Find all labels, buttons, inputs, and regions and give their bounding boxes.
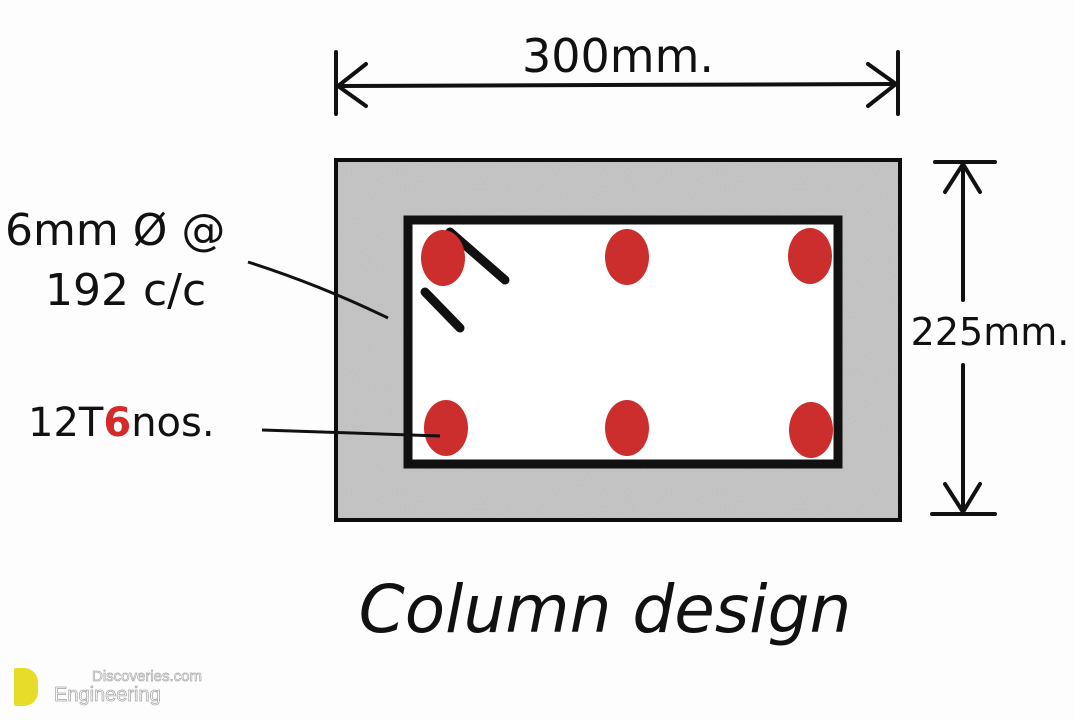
watermark-logo: Discoveries.com Engineering [10,664,240,714]
rebar [789,402,833,458]
bar-leader-line [261,428,441,438]
rebar [605,400,649,456]
logo-mark-icon [14,668,38,706]
tie-leader-line [247,260,389,320]
watermark-line2: Engineering [54,684,162,707]
rebars [421,228,833,458]
rebar [788,228,832,284]
watermark-line1: Discoveries.com [92,668,203,686]
bar-spec: 12T6nos. [28,400,215,446]
width-dimension [334,50,900,116]
diagram-title: Column design [359,571,852,648]
tie-spec-line1: 6mm Ø @ [5,205,225,256]
rebar [605,229,649,285]
height-label: 225mm. [911,310,1070,354]
rebar [421,230,465,286]
tie-spec-line2: 192 c/c [45,265,206,316]
height-dimension [930,160,997,516]
rebar [424,400,468,456]
width-label: 300mm. [522,29,714,83]
